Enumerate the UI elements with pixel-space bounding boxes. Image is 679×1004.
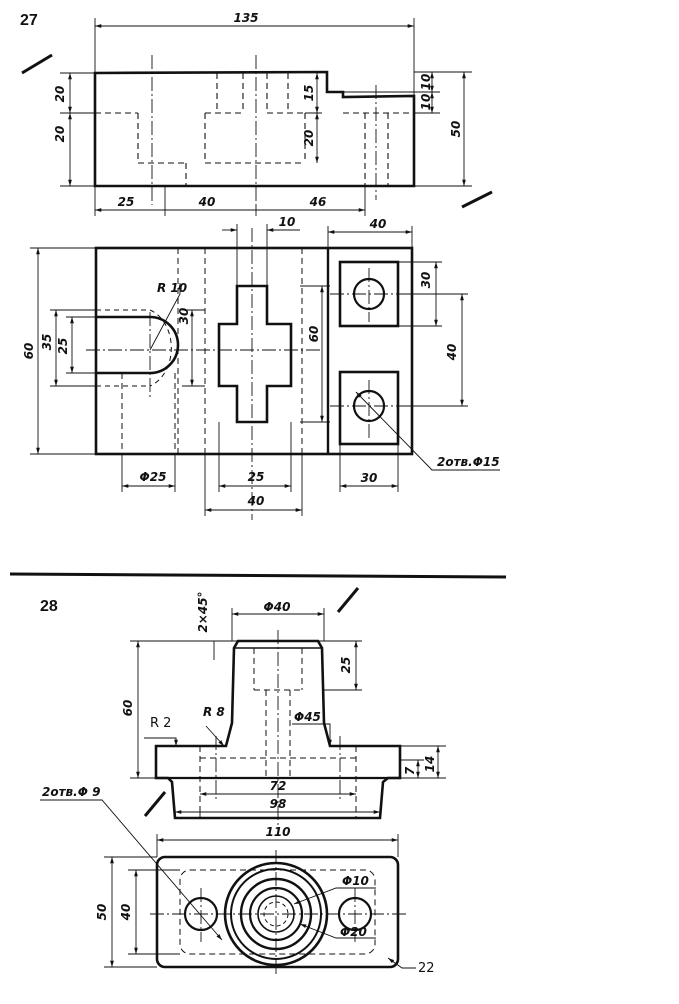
top-view-28-dimensions xyxy=(40,799,416,969)
dim-label: 30 xyxy=(177,308,191,325)
dim-label: 7 xyxy=(403,766,417,775)
dim-label: 98 xyxy=(270,797,287,811)
dim-label: Φ20 xyxy=(340,925,367,939)
dim-label: 40 xyxy=(198,195,216,209)
dim-label: 60 xyxy=(22,343,36,360)
dim-label: 20 xyxy=(53,126,67,143)
section-mark xyxy=(336,587,360,613)
dim-label: 72 xyxy=(270,779,287,793)
top-view xyxy=(86,228,414,520)
section-mark xyxy=(143,791,167,817)
dim-label: 15 xyxy=(302,85,316,102)
dim-label: 35 xyxy=(40,334,54,351)
dim-label: 40 xyxy=(445,344,459,362)
section-mark xyxy=(21,53,53,75)
problem-27-drawing: 135 20 20 15 20 10 10 50 25 40 46 10 40 … xyxy=(21,11,500,520)
dim-label: 10 xyxy=(419,94,433,111)
problem-number-27: 27 xyxy=(20,12,38,29)
dim-label: 135 xyxy=(233,11,258,25)
front-view xyxy=(93,55,416,205)
dim-label: 110 xyxy=(265,825,290,839)
section-mark xyxy=(461,190,493,209)
front-view-28-dimensions xyxy=(130,608,446,818)
dim-label: 2отв.Φ15 xyxy=(437,455,500,469)
front-view-dimensions xyxy=(60,18,472,216)
dim-label: 60 xyxy=(121,700,135,717)
dim-label: 46 xyxy=(309,195,327,209)
dim-label: Φ45 xyxy=(294,710,321,724)
problem-28-labels: 2×45° Φ40 25 60 R 2 R 8 Φ45 7 14 72 98 2… xyxy=(42,591,437,976)
dim-label: 2отв.Φ 9 xyxy=(42,785,100,799)
problem-28-drawing: 2×45° Φ40 25 60 R 2 R 8 Φ45 7 14 72 98 2… xyxy=(40,587,446,976)
dim-label: 25 xyxy=(56,338,70,355)
dim-label: 20 xyxy=(53,86,67,103)
dim-label: 40 xyxy=(247,494,265,508)
dim-label: 50 xyxy=(95,904,109,921)
dim-label: 40 xyxy=(369,217,387,231)
dim-label: R 10 xyxy=(157,281,187,295)
top-view-dimensions xyxy=(30,224,500,516)
dim-label: Φ25 xyxy=(140,470,167,484)
dim-label: 60 xyxy=(307,326,321,343)
problem-number-28: 28 xyxy=(40,598,58,615)
dim-label: 22 xyxy=(418,961,435,976)
top-view-28 xyxy=(150,850,406,976)
dim-label: 25 xyxy=(248,470,265,484)
problem-27-labels: 135 20 20 15 20 10 10 50 25 40 46 10 40 … xyxy=(22,11,500,508)
dim-label: Φ40 xyxy=(264,600,291,614)
dim-label: 2×45° xyxy=(196,591,210,632)
dim-label: 20 xyxy=(302,130,316,147)
dim-label: 40 xyxy=(119,904,133,922)
dim-label: 30 xyxy=(361,471,378,485)
dim-label: R 2 xyxy=(150,716,171,731)
dim-label: 30 xyxy=(419,272,433,289)
dim-label: 25 xyxy=(118,195,135,209)
dim-label: Φ10 xyxy=(342,874,369,888)
dim-label: R 8 xyxy=(203,705,225,719)
dim-label: 50 xyxy=(449,121,463,138)
dim-label: 10 xyxy=(419,74,433,91)
section-divider xyxy=(9,572,507,579)
dim-label: 10 xyxy=(279,215,296,229)
dim-label: 14 xyxy=(423,756,437,773)
dim-label: 25 xyxy=(339,657,353,674)
